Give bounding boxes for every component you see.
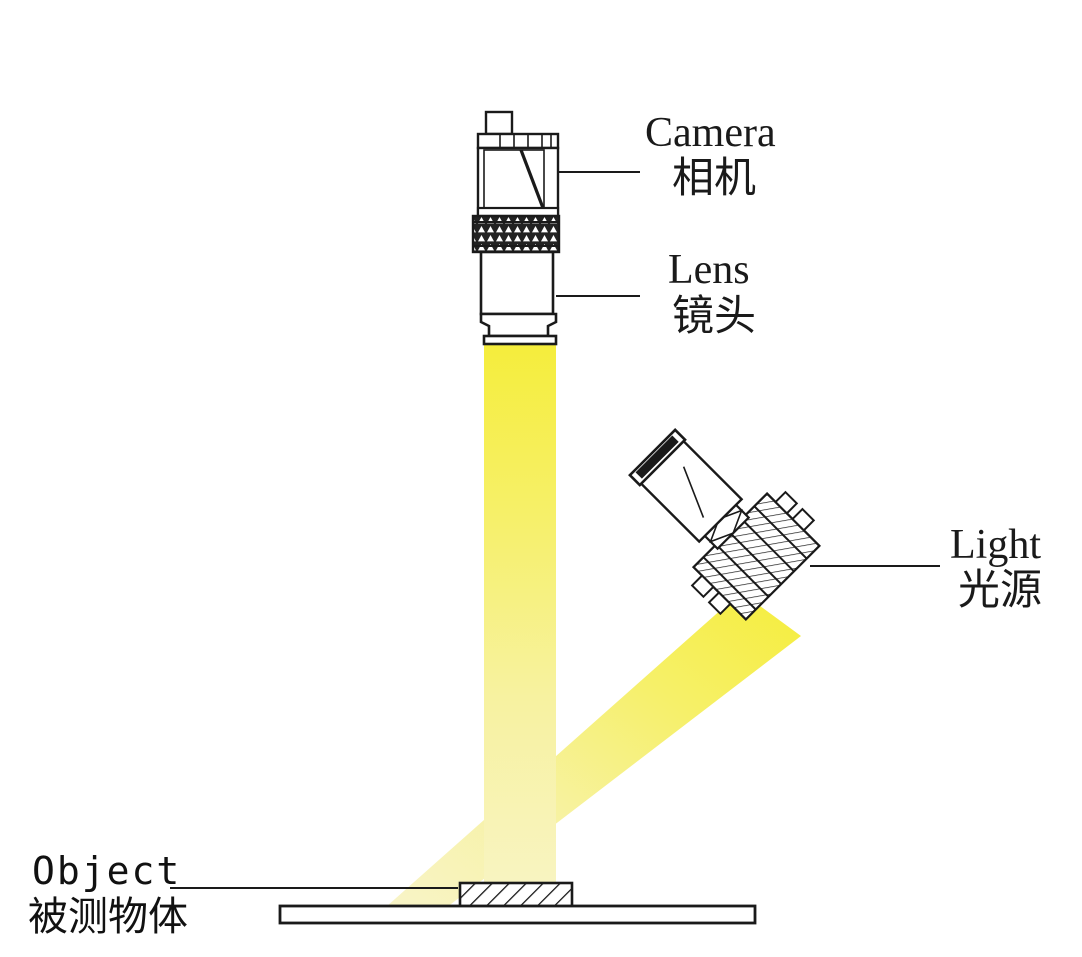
illumination-beam <box>378 592 801 914</box>
light-barrel <box>628 428 744 544</box>
camera-field-of-view-beam <box>484 344 556 914</box>
camera-top-rail <box>476 132 560 150</box>
stage-platform <box>278 904 757 925</box>
light-label-cn: 光源 <box>958 565 1042 614</box>
object-label-cn: 被测物体 <box>28 894 188 940</box>
lens-aperture-rim <box>482 334 558 346</box>
knurled-grip-band <box>471 214 561 254</box>
camera-body <box>476 110 560 218</box>
lens-barrel <box>479 250 558 346</box>
lens-label-en: Lens <box>668 247 750 293</box>
object-label-en: Object <box>32 849 181 893</box>
camera-label-cn: 相机 <box>672 153 756 202</box>
light-heatsink-fins <box>690 490 821 621</box>
lens-label-cn: 镜头 <box>672 291 756 340</box>
light-label-en: Light <box>950 522 1041 568</box>
camera-housing <box>476 146 560 216</box>
lens-upper-barrel <box>479 250 555 316</box>
lens-front-flange <box>479 312 558 338</box>
camera-label-en: Camera <box>645 110 776 156</box>
light-source-head <box>628 428 821 621</box>
camera-top-connector <box>484 110 514 136</box>
inspected-object <box>458 881 574 910</box>
camera-diagonal-detail <box>519 149 545 209</box>
